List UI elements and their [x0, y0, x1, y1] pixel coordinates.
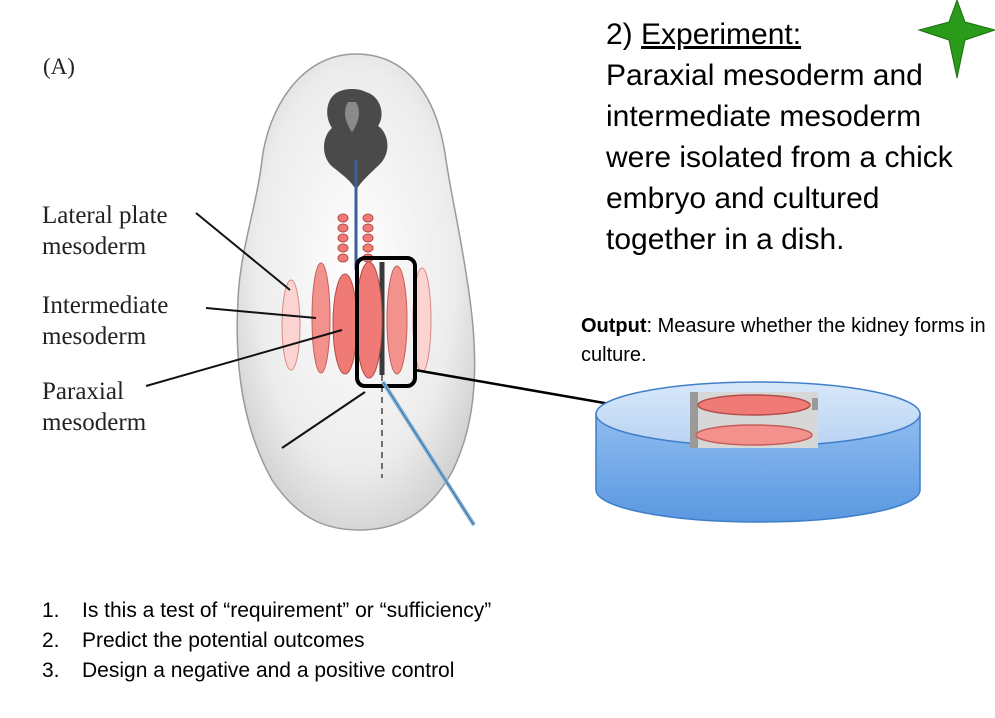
experiment-description: 2) Experiment: Paraxial mesoderm and int…: [606, 14, 986, 260]
cultured-paraxial: [697, 394, 811, 416]
head-fold: [324, 89, 388, 190]
output-description: Output: Measure whether the kidney forms…: [581, 312, 991, 370]
list-item: 1.Is this a test of “requirement” or “su…: [42, 599, 492, 622]
experiment-heading-title: Experiment:: [641, 18, 802, 51]
leader-intermediate: [205, 307, 317, 319]
list-item: 3.Design a negative and a positive contr…: [42, 659, 455, 682]
label-line: mesoderm: [42, 233, 147, 260]
experiment-line: together in a dish.: [606, 223, 845, 256]
output-label: Output: [581, 315, 647, 337]
experiment-line: intermediate mesoderm: [606, 100, 922, 133]
label-line: Paraxial: [42, 378, 124, 405]
leader-lower: [281, 391, 366, 449]
leader-paraxial: [145, 329, 343, 387]
paraxial-right: [355, 261, 383, 379]
label-line: mesoderm: [42, 409, 147, 436]
label-line: Lateral plate: [42, 202, 168, 229]
head-fold-highlight: [345, 102, 359, 132]
label-lateral-plate-mesoderm: Lateral plate mesoderm: [42, 200, 168, 262]
experiment-line: Paraxial mesoderm and: [606, 59, 923, 92]
experiment-line: were isolated from a chick: [606, 141, 953, 174]
label-line: Intermediate: [42, 292, 169, 319]
output-text: : Measure whether the kidney forms in cu…: [581, 315, 986, 366]
list-item: 2.Predict the potential outcomes: [42, 629, 365, 652]
label-paraxial-mesoderm: Paraxial mesoderm: [42, 376, 146, 438]
question-list: 1.Is this a test of “requirement” or “su…: [42, 596, 491, 686]
paraxial-left: [332, 273, 358, 375]
culture-dish: [595, 381, 921, 523]
experiment-line: embryo and cultured: [606, 182, 880, 215]
label-intermediate-mesoderm: Intermediate mesoderm: [42, 290, 168, 352]
star-icon: [917, 0, 995, 79]
cultured-intermediate: [695, 424, 813, 446]
intermediate-right: [386, 265, 408, 375]
label-line: mesoderm: [42, 323, 147, 350]
experiment-heading: 2) Experiment:: [606, 18, 802, 51]
lateral-plate-left: [281, 279, 301, 371]
panel-letter: (A): [43, 54, 75, 79]
leader-lateral: [195, 212, 291, 291]
